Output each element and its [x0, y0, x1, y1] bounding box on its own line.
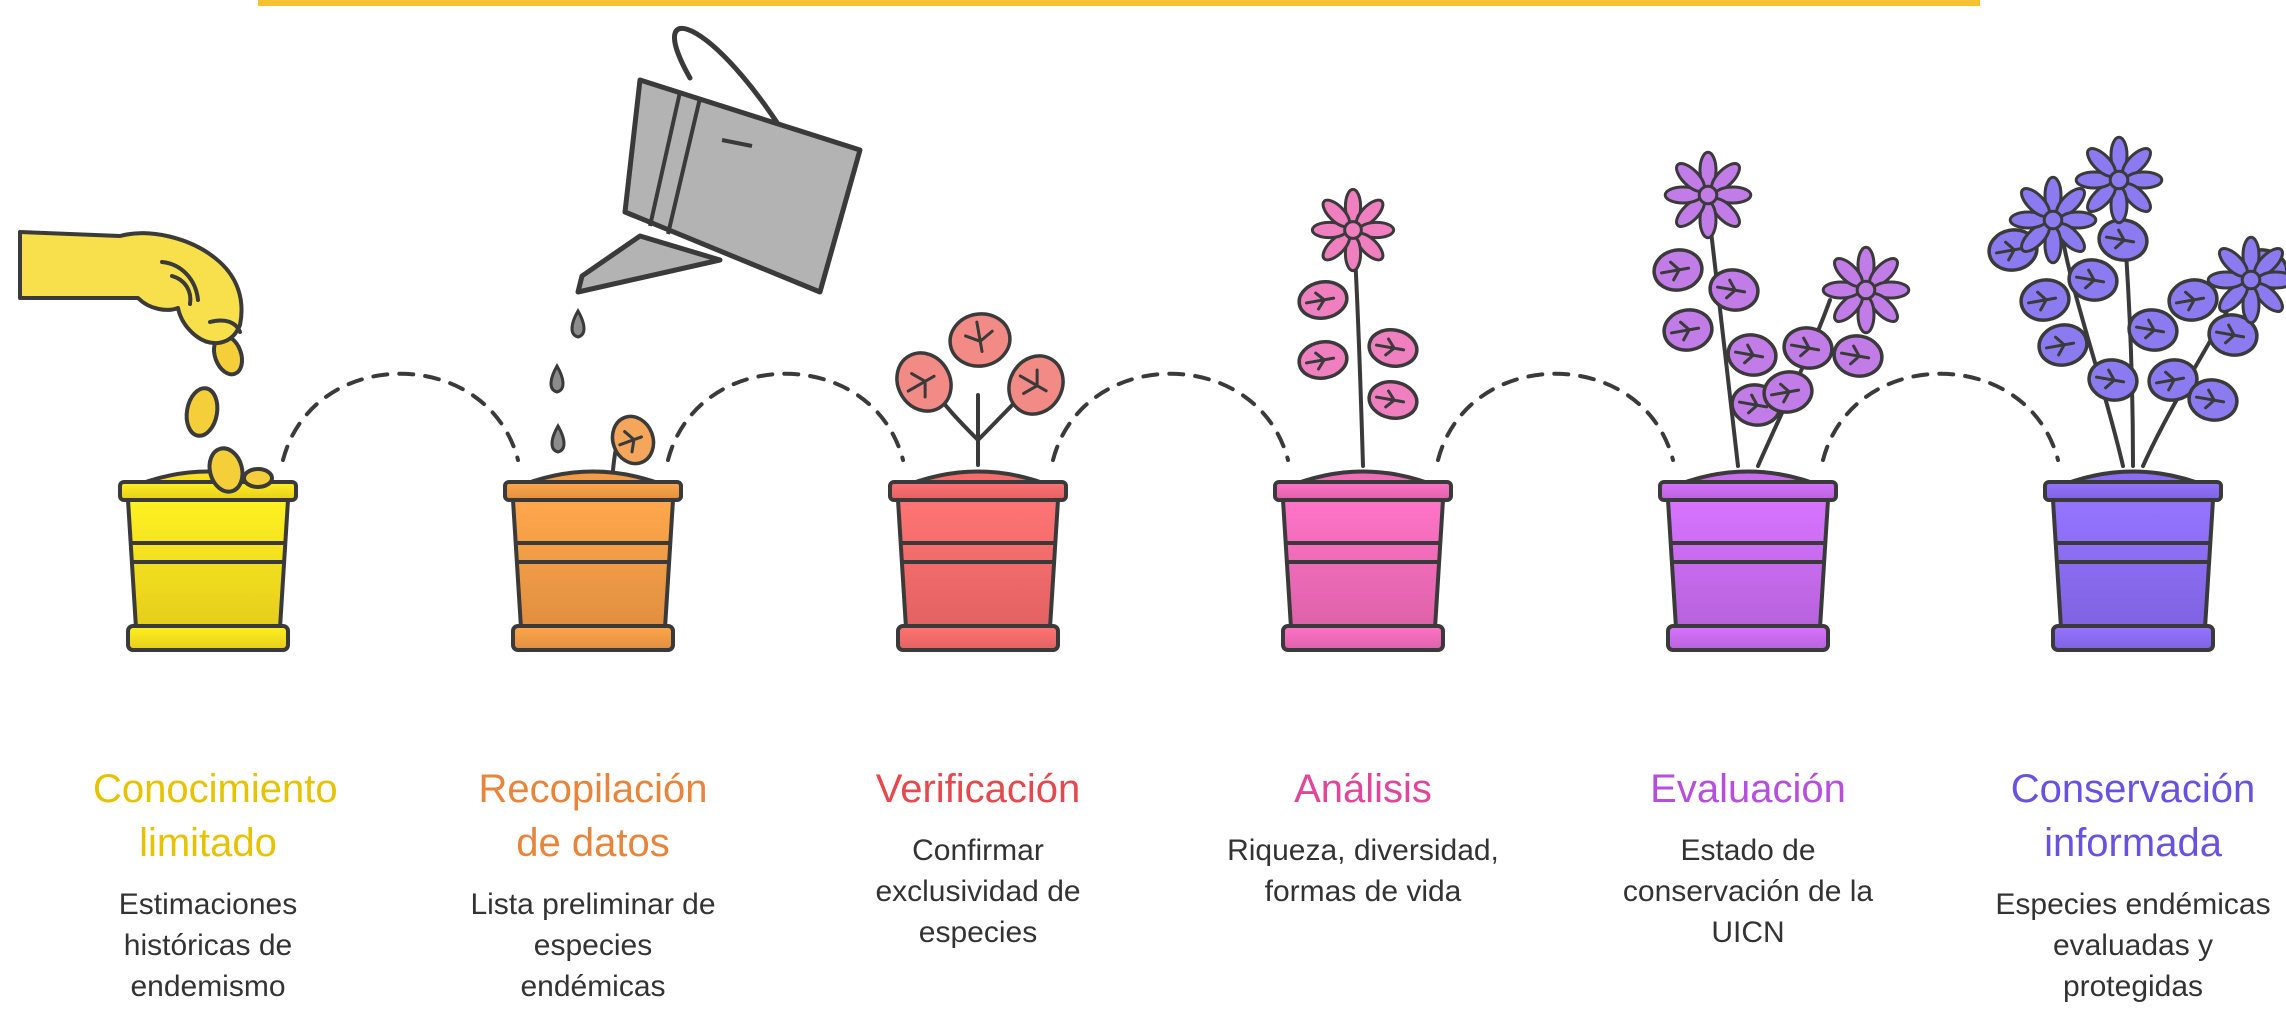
pot-rim: [888, 480, 1068, 502]
water-drop-icon: [549, 362, 565, 394]
pot-base: [896, 624, 1060, 652]
flower-icon: [2074, 135, 2164, 225]
leaf-icon: [1708, 268, 1760, 312]
seed-icon: [242, 467, 274, 489]
step-description: Estado de conservación de la UICN: [1622, 834, 1874, 949]
flower-icon: [2008, 175, 2098, 265]
seed-icon: [184, 386, 220, 438]
leaf-icon: [2127, 308, 2179, 352]
leaf-icon: [2167, 278, 2219, 322]
leaf-icon: [1832, 334, 1884, 378]
dashed-connector: [1436, 371, 1675, 462]
dashed-connector: [1051, 371, 1290, 462]
leaf-icon: [1367, 380, 1419, 420]
leaf-icon: [2097, 218, 2149, 262]
leaf-icon: [1007, 354, 1065, 416]
pot-rim: [1658, 480, 1838, 502]
pot-base: [126, 624, 290, 652]
stem: [1353, 253, 1365, 468]
leaf-icon: [1297, 280, 1349, 320]
step-title: Conocimiento limitado: [93, 767, 338, 865]
leaf-icon: [1762, 370, 1814, 414]
leaf-icon: [1726, 333, 1778, 377]
pot-6: [1987, 135, 2286, 652]
leaf-icon: [610, 414, 656, 466]
pot-base: [2051, 624, 2215, 652]
leaf-icon: [2187, 378, 2239, 422]
step-description: Confirmar exclusividad de especies: [875, 834, 1081, 949]
pot-4: [1273, 187, 1453, 652]
flower-icon: [1821, 245, 1911, 335]
seed-icon: [207, 446, 245, 494]
step-description: Lista preliminar de especies endémicas: [470, 888, 716, 1003]
leaf-icon: [1782, 326, 1834, 370]
pot-base: [511, 624, 675, 652]
leaf-icon: [2207, 313, 2259, 357]
water-drop-icon: [550, 422, 566, 454]
pot-base: [1281, 624, 1445, 652]
leaf-icon: [2067, 258, 2119, 302]
pot-rim: [503, 480, 683, 502]
pot-2: [503, 414, 683, 652]
leaf-icon: [1662, 308, 1714, 352]
leaf-icon: [2037, 323, 2089, 367]
step-description: Estimaciones históricas de endemismo: [118, 888, 298, 1003]
leaf-icon: [2019, 278, 2071, 322]
watering-can-icon: [575, 25, 863, 295]
leaf-icon: [1652, 248, 1704, 292]
leaf-icon: [1297, 340, 1349, 380]
top-banner-bar: [258, 0, 1980, 6]
step-title: Verificación: [875, 767, 1081, 811]
step-title: Análisis: [1294, 767, 1432, 811]
hand-icon: [18, 230, 244, 346]
step-title: Conservación informada: [2010, 767, 2256, 865]
pot-5: [1652, 150, 1911, 652]
pot-3: [888, 312, 1068, 652]
dashed-connector: [1821, 371, 2060, 462]
step-description: Riqueza, diversidad, formas de vida: [1227, 834, 1499, 908]
pot-rim: [1273, 480, 1453, 502]
leaf-icon: [2147, 358, 2199, 402]
flower-icon: [1663, 150, 1753, 240]
step-description: Especies endémicas evaluadas y protegida…: [1995, 888, 2271, 1003]
stem: [1706, 203, 1740, 468]
leaf-icon: [1367, 328, 1419, 368]
stem: [2059, 228, 2125, 468]
leaf-icon: [895, 351, 953, 413]
dashed-connector: [666, 371, 905, 462]
flower-icon: [2206, 235, 2286, 325]
pot-rim: [2043, 480, 2223, 502]
water-drop-icon: [570, 307, 586, 339]
dashed-connector: [281, 371, 520, 462]
flower-icon: [1310, 187, 1396, 273]
pot-base: [1666, 624, 1830, 652]
pot-1: [118, 333, 298, 652]
leaf-icon: [2087, 358, 2139, 402]
leaf-icon: [948, 312, 1012, 368]
step-title: Recopilación de datos: [478, 767, 708, 865]
step-title: Evaluación: [1650, 767, 1846, 811]
